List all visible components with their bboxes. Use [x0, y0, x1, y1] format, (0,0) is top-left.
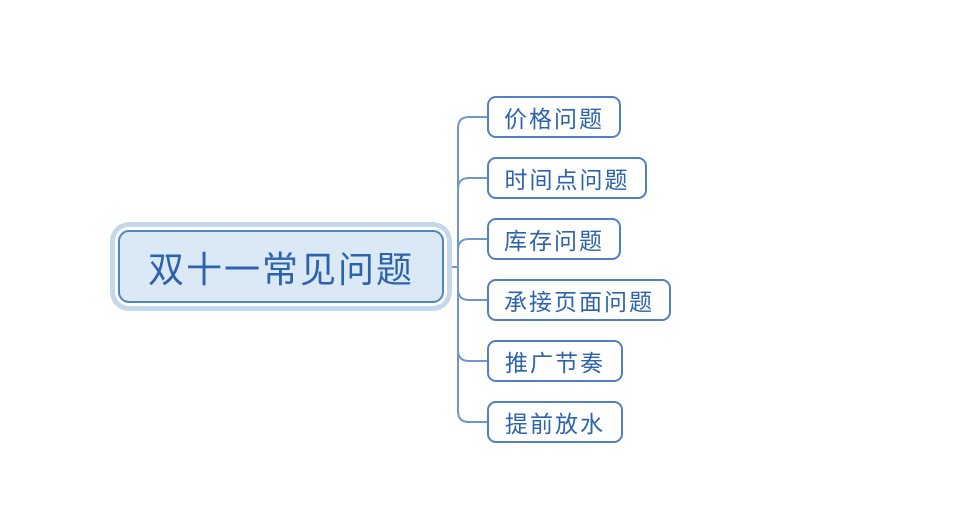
node-price-issue[interactable]: 价格问题: [487, 96, 621, 138]
node-early-discount[interactable]: 提前放水: [487, 401, 623, 443]
root-topic-node[interactable]: 双十一常见问题: [118, 230, 444, 303]
connector-branch-2: [457, 177, 488, 190]
node-promotion-rhythm[interactable]: 推广节奏: [487, 340, 623, 382]
connector-branch-3: [457, 238, 488, 251]
node-landing-page-issue[interactable]: 承接页面问题: [487, 279, 671, 321]
connector-branch-1: [457, 116, 488, 129]
connector-branch-4: [457, 288, 488, 301]
node-inventory-issue[interactable]: 库存问题: [487, 218, 621, 260]
connector-branch-6: [457, 410, 488, 423]
connector-branch-5: [457, 349, 488, 362]
node-timing-issue[interactable]: 时间点问题: [487, 157, 647, 199]
